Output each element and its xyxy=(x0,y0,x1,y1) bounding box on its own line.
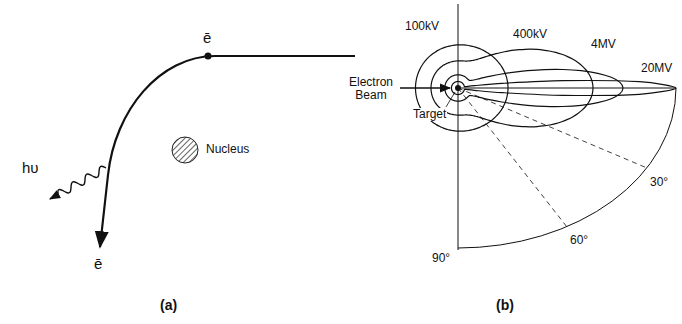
angle-arc xyxy=(458,88,676,248)
angle-label: 30° xyxy=(650,176,668,189)
axis-line xyxy=(458,88,676,89)
panel-label: (b) xyxy=(496,298,514,313)
energy-label: 100kV xyxy=(404,20,440,33)
energy-label: 4MV xyxy=(590,38,617,51)
photon-wave xyxy=(50,166,106,199)
emission-lobe xyxy=(451,81,676,96)
panel-label: (a) xyxy=(160,298,177,313)
energy-label: 20MV xyxy=(640,62,673,75)
angle-line xyxy=(458,88,567,227)
photon-symbol: hυ xyxy=(22,160,39,177)
particle-symbol: ē xyxy=(94,256,102,273)
part-name: Target xyxy=(412,108,447,121)
electron-path xyxy=(100,56,355,247)
electron-dot xyxy=(205,53,212,60)
beam-arrow xyxy=(400,87,450,88)
target-symbol xyxy=(455,85,461,91)
beam-label: Electron Beam xyxy=(346,76,396,102)
emission-lobe xyxy=(445,69,623,106)
angle-label: 90° xyxy=(432,252,450,265)
emission-lobe xyxy=(431,49,593,127)
part-name: Nucleus xyxy=(206,143,249,156)
nucleus-symbol xyxy=(172,137,198,163)
particle-symbol: ē xyxy=(203,30,211,47)
axis-line xyxy=(458,4,459,250)
leader-line xyxy=(446,92,455,107)
angle-line xyxy=(458,88,647,168)
emission-lobes xyxy=(416,45,677,131)
angle-label: 60° xyxy=(570,234,588,247)
energy-label: 400kV xyxy=(512,28,548,41)
